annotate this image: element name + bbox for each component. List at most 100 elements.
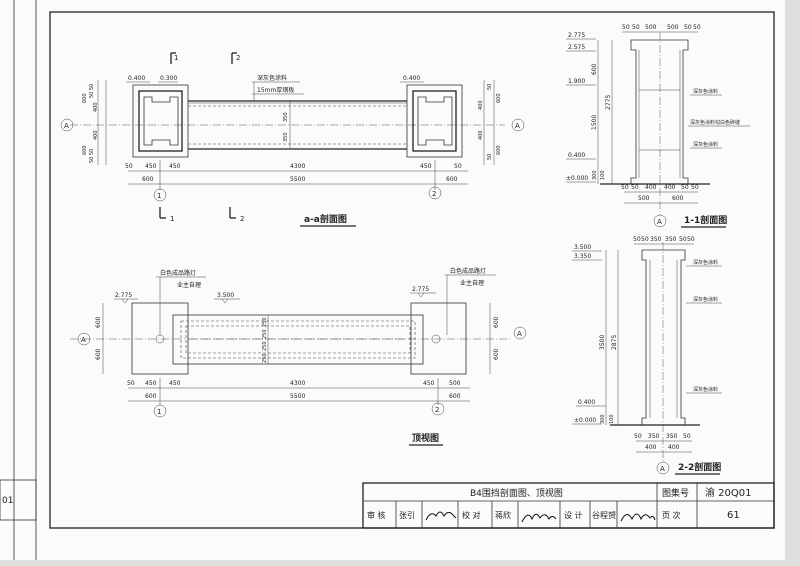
inner-dim: 250 (262, 329, 268, 339)
top-dim: 50 (641, 236, 649, 243)
vdim: 300 (592, 170, 598, 180)
reviewer-name: 张引 (399, 511, 415, 520)
label-paint: 深灰色涂料 (693, 88, 718, 95)
elev: 3.350 (574, 253, 591, 260)
label-lamp-right: 白色成品路灯 (450, 267, 486, 275)
vdim: 3500 (599, 335, 606, 350)
left-vdim: 400 (93, 130, 99, 140)
label-owner-left: 业主自理 (177, 281, 201, 289)
wall-top (172, 314, 424, 365)
checker-name: 蒋欣 (495, 510, 511, 520)
page-number: 61 (727, 510, 740, 521)
section-22-title: 2-2剖面图 (678, 461, 721, 473)
right-vdim: 50 (487, 154, 493, 160)
design-label: 设 计 (564, 510, 583, 520)
right-vdim: 600 (493, 348, 500, 360)
label-paint: 深灰色涂料 (693, 141, 718, 148)
bottom-dim: 400 (645, 444, 657, 451)
hdim: 600 (145, 393, 157, 400)
hdim: 450 (423, 380, 435, 387)
vdim: 1500 (591, 115, 598, 130)
bottom-dim: 50 (681, 184, 689, 191)
section-11: 2.775 2.575 1.900 0.400 ±0.000 600 2775 … (566, 24, 750, 228)
inner-dim: 250 (262, 341, 268, 351)
axis-a-bubble: A (517, 330, 522, 338)
left-vdim: 600 (95, 316, 102, 328)
check-label: 校 对 (462, 510, 481, 520)
top-dim: 500 (645, 24, 657, 31)
vdim: 100 (609, 414, 615, 424)
hdim: 4300 (290, 163, 305, 170)
label-owner-right: 业主自理 (460, 279, 484, 287)
label-paint: 深灰色涂料 (693, 259, 718, 266)
label-steel-plate: 15mm厚钢板 (257, 86, 294, 94)
dim-top: 0.400 (128, 75, 145, 82)
top-view-section: A A 白色成品路灯 业主自理 白色成品路灯 业主自理 2.775 3.500 … (70, 267, 527, 446)
bottom-dim: 50 (691, 184, 699, 191)
top-dim: 50 (679, 236, 687, 243)
hdim: 600 (449, 393, 461, 400)
top-dim: 500 (667, 24, 679, 31)
section-mark-1: 1 (170, 215, 174, 223)
elev: 3.500 (574, 244, 591, 251)
vdim: 600 (591, 63, 598, 75)
hdim: 50 (127, 380, 135, 387)
drawing-name: B4围挡剖面图、顶视图 (470, 487, 563, 499)
designer-name: 谷程赟 (592, 510, 616, 520)
hdim: 450 (145, 380, 157, 387)
hdim: 600 (142, 176, 154, 183)
label-lamp-left: 白色成品路灯 (160, 269, 196, 277)
bottom-dim: 50 (631, 184, 639, 191)
elev: 2.775 (568, 32, 585, 39)
hdim: 5500 (290, 393, 305, 400)
hdim: 50 (125, 163, 133, 170)
designer-signature (620, 513, 656, 522)
right-vdim: 400 (478, 130, 484, 140)
top-dim: 350 (665, 236, 677, 243)
left-vdim: 600 (82, 145, 88, 155)
elev: 0.400 (578, 399, 595, 406)
right-vdim: 600 (496, 93, 502, 103)
label-paint: 深灰色涂料 (257, 74, 287, 82)
plan-aa-title: a-a剖面图 (304, 213, 347, 225)
axis-2-bubble: 2 (432, 190, 436, 198)
label-paint-joint: 深灰色涂料勾白色砖缝 (690, 119, 740, 126)
elev: ±0.000 (574, 417, 596, 424)
reviewer-signature (425, 511, 457, 521)
elev: 1.900 (568, 78, 585, 85)
axis-a-bubble: A (657, 218, 662, 226)
hdim: 450 (420, 163, 432, 170)
section-mark-2: 2 (240, 215, 244, 223)
hdim: 500 (449, 380, 461, 387)
top-dim: 50 (687, 236, 695, 243)
page-label: 页 次 (662, 510, 681, 520)
left-vdim: 600 (82, 93, 88, 103)
bottom-dim: 500 (638, 195, 650, 202)
right-pier-outline (406, 84, 463, 158)
left-vdim: 600 (95, 348, 102, 360)
left-vdim: 400 (93, 102, 99, 112)
section-mark-2: 2 (236, 54, 240, 62)
hdim: 50 (454, 163, 462, 170)
bottom-dim: 400 (645, 184, 657, 191)
axis-2-bubble: 2 (435, 406, 439, 414)
left-vdim: 50 (89, 92, 95, 98)
right-vdim: 400 (478, 100, 484, 110)
bottom-dim: 400 (668, 444, 680, 451)
hdim: 4300 (290, 380, 305, 387)
right-vdim: 600 (493, 316, 500, 328)
axis-a-bubble: A (64, 122, 69, 130)
right-vdim: 50 (487, 84, 493, 90)
top-dim: 50 (684, 24, 692, 31)
top-dim: 50 (622, 24, 630, 31)
hdim: 450 (169, 380, 181, 387)
atlas-label: 图集号 (662, 487, 689, 499)
axis-1-bubble: 1 (157, 408, 161, 416)
axis-a-bubble: A (81, 336, 86, 344)
hdim: 5500 (290, 176, 305, 183)
elev-mid: 3.500 (217, 292, 234, 299)
label-paint: 深灰色涂料 (693, 296, 718, 303)
elev-right: 2.775 (412, 286, 429, 293)
atlas-number: 渝 20Q01 (705, 486, 752, 499)
